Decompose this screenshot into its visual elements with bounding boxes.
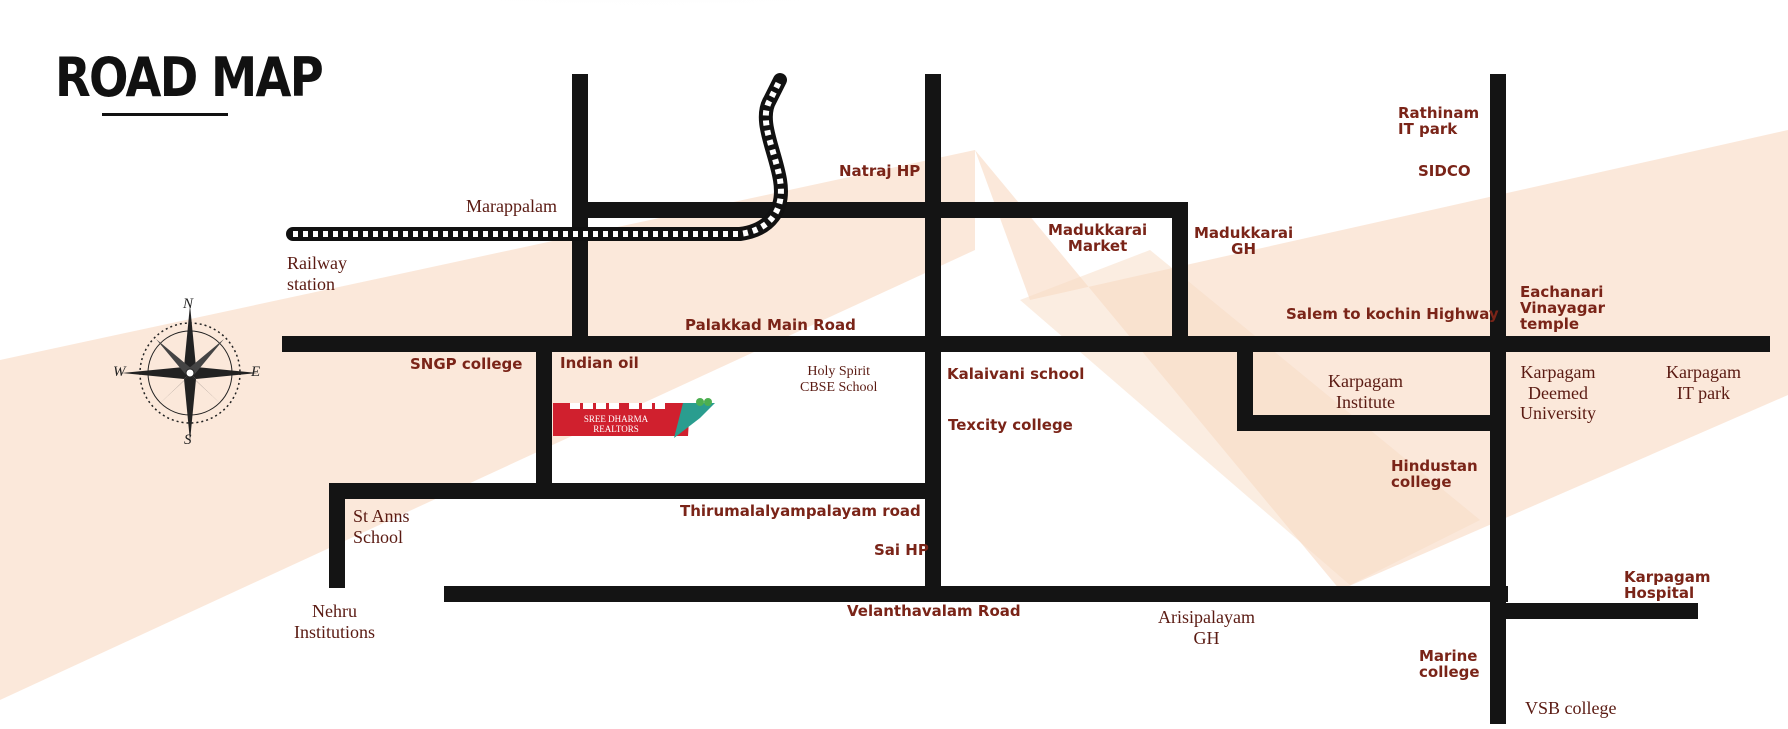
landmark-railway: Railway station <box>287 253 347 294</box>
page-title: ROAD MAP <box>55 46 324 109</box>
landmark-sngp: SNGP college <box>410 355 523 373</box>
landmark-natraj: Natraj HP <box>839 162 921 180</box>
title-underline <box>102 113 228 116</box>
landmark-marine: Marine college <box>1419 647 1480 681</box>
top-shadow <box>132 0 1168 100</box>
compass-rose <box>122 305 258 441</box>
landmark-indian-oil: Indian oil <box>560 354 639 372</box>
compass-south-label: S <box>184 432 192 448</box>
realtor-line1: SREE DHARMA <box>583 414 649 424</box>
landmark-eachanari: Eachanari Vinayagar temple <box>1520 283 1605 333</box>
compass-north-label: N <box>183 296 194 312</box>
landmark-rathinam: Rathinam IT park <box>1398 104 1480 138</box>
landmark-marappalam: Marappalam <box>466 196 557 216</box>
landmark-hindustan: Hindustan college <box>1391 457 1478 491</box>
road-label-velanthavalam: Velanthavalam Road <box>847 602 1021 620</box>
realtor-name: SREE DHARMA REALTORS <box>557 414 675 435</box>
landmark-madukkarai-gh: Madukkarai GH <box>1194 224 1294 258</box>
backdrop-band-left <box>0 150 975 700</box>
landmark-kalaivani: Kalaivani school <box>947 365 1085 383</box>
compass-west-label: W <box>113 364 126 380</box>
landmark-st-anns: St Anns School <box>353 506 410 547</box>
landmark-nehru: Nehru Institutions <box>294 601 376 642</box>
road-label-thirumalai: Thirumalalyampalayam road <box>680 502 921 520</box>
landmark-sai-hp: Sai HP <box>874 541 929 559</box>
landmark-karpagam-hospital: Karpagam Hospital <box>1624 568 1711 602</box>
compass-east-label: E <box>251 364 261 380</box>
landmark-texcity: Texcity college <box>948 416 1073 434</box>
landmark-karpagam-university: Karpagam Deemed University <box>1520 362 1596 424</box>
road-label-salem: Salem to kochin Highway <box>1286 305 1499 323</box>
road-label-palakkad: Palakkad Main Road <box>685 316 856 334</box>
landmark-madukkarai-market: Madukkarai Market <box>1048 221 1148 255</box>
landmark-sidco: SIDCO <box>1418 162 1471 180</box>
landmark-vsb: VSB college <box>1525 698 1617 718</box>
road-thirumalai <box>329 483 941 588</box>
realtor-marker <box>553 398 715 438</box>
railway-track <box>286 73 788 241</box>
realtor-line2: REALTORS <box>593 423 639 434</box>
road-karpagam-loop <box>1237 336 1506 431</box>
landmark-karpagam-institute: Karpagam Institute <box>1328 371 1403 412</box>
landmark-karpagam-it-park: Karpagam IT park <box>1666 362 1741 403</box>
landmark-arisipalayam: Arisipalayam GH <box>1158 607 1255 648</box>
backdrop-band-center <box>975 130 1788 590</box>
landmark-holy-spirit: Holy Spirit CBSE School <box>800 364 878 396</box>
